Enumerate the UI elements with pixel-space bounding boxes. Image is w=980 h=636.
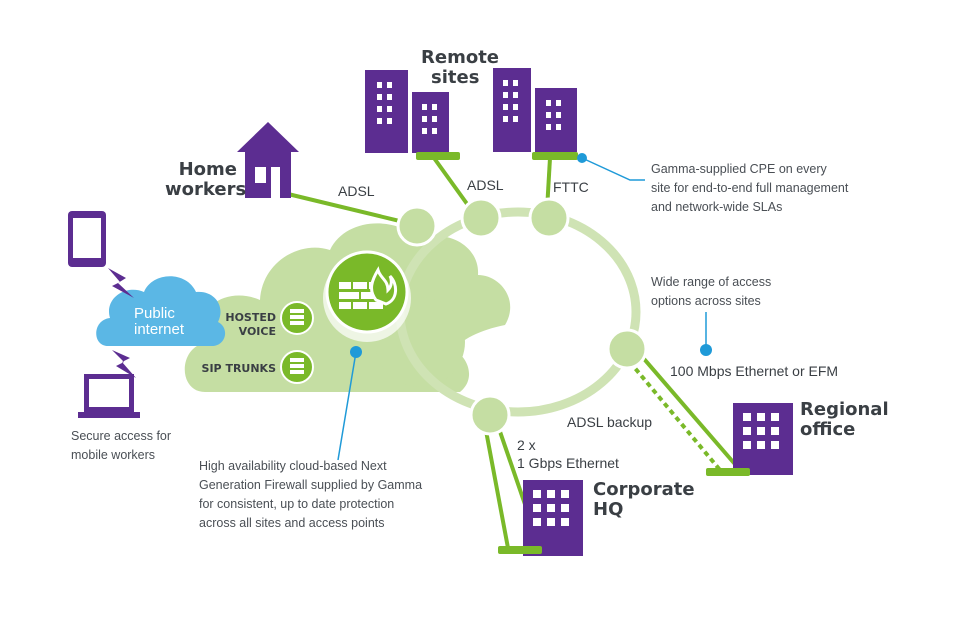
cpe-note: Gamma-supplied CPE on every site for end… <box>651 160 848 217</box>
regional-office-title: Regional office <box>800 400 889 440</box>
cpe-note-line3: and network-wide SLAs <box>651 200 783 214</box>
node-hq <box>469 394 511 436</box>
sip-trunks-label: SIP TRUNKS <box>201 362 276 375</box>
home-workers-title: Home workers <box>165 159 247 200</box>
firewall-icon <box>323 250 411 342</box>
corporate-hq-line2: HQ <box>593 499 624 520</box>
adsl-backup-label: ADSL backup <box>567 414 653 430</box>
node-fttc <box>528 197 570 239</box>
hq-ethernet-line2: 1 Gbps Ethernet <box>517 455 619 471</box>
building-icon <box>365 68 577 153</box>
access-note-line2: options across sites <box>651 294 761 308</box>
node-regional <box>606 328 648 370</box>
regional-office-line1: Regional <box>800 399 889 420</box>
server-icon <box>280 350 314 384</box>
mobile-note-line2: mobile workers <box>71 448 156 462</box>
regional-office-line2: office <box>800 419 856 440</box>
mobile-note: Secure access for mobile workers <box>71 427 171 465</box>
home-adsl-label: ADSL <box>338 183 375 199</box>
firewall-note-line1: High availability cloud-based Next <box>199 459 387 473</box>
access-note: Wide range of access options across site… <box>651 273 771 311</box>
home-workers-line2: workers <box>165 179 247 200</box>
cpe-note-line1: Gamma-supplied CPE on every <box>651 162 827 176</box>
building-icon <box>523 480 583 556</box>
building-icon <box>733 403 793 475</box>
ethernet-efm-label: 100 Mbps Ethernet or EFM <box>670 363 839 379</box>
firewall-note-line2: Generation Firewall supplied by Gamma <box>199 478 423 492</box>
hosted-voice-line1: HOSTED <box>225 311 276 324</box>
public-internet-label: Public internet <box>134 306 184 338</box>
remote-sites-line1: Remote <box>421 47 500 68</box>
firewall-note: High availability cloud-based Next Gener… <box>199 457 422 533</box>
router-icon <box>416 152 750 554</box>
corporate-hq-line1: Corporate <box>593 479 695 500</box>
mobile-note-line1: Secure access for <box>71 429 172 443</box>
hosted-voice-label: HOSTED VOICE <box>214 311 276 339</box>
house-icon <box>237 122 299 198</box>
lightning-icon <box>108 268 136 378</box>
firewall-note-line3: for consistent, up to date protection <box>199 497 395 511</box>
node-remote-adsl <box>460 197 502 239</box>
ring-nodes <box>396 197 648 436</box>
remote-sites-title: Remote sites <box>421 48 499 88</box>
home-workers-line1: Home <box>178 159 237 180</box>
callout-lines <box>337 157 707 461</box>
hq-ethernet-line1: 2 x <box>517 437 536 453</box>
laptop-icon <box>78 374 140 418</box>
hosted-voice-line2: VOICE <box>238 325 276 338</box>
remote-adsl-label: ADSL <box>467 177 504 193</box>
cpe-note-line2: site for end-to-end full management <box>651 181 849 195</box>
server-icon <box>280 301 314 335</box>
remote-sites-line2: sites <box>431 67 480 88</box>
callout-dots <box>350 153 712 358</box>
access-note-line1: Wide range of access <box>651 275 772 289</box>
fttc-label: FTTC <box>553 179 589 195</box>
public-internet-line2: internet <box>134 321 185 338</box>
public-internet-line1: Public <box>134 305 175 322</box>
node-home-adsl <box>396 205 438 247</box>
hq-ethernet-label: 2 x 1 Gbps Ethernet <box>517 436 619 472</box>
building-windows <box>377 80 561 134</box>
firewall-note-line4: across all sites and access points <box>199 516 385 530</box>
tablet-icon <box>68 211 106 267</box>
corporate-hq-title: Corporate HQ <box>593 480 695 520</box>
